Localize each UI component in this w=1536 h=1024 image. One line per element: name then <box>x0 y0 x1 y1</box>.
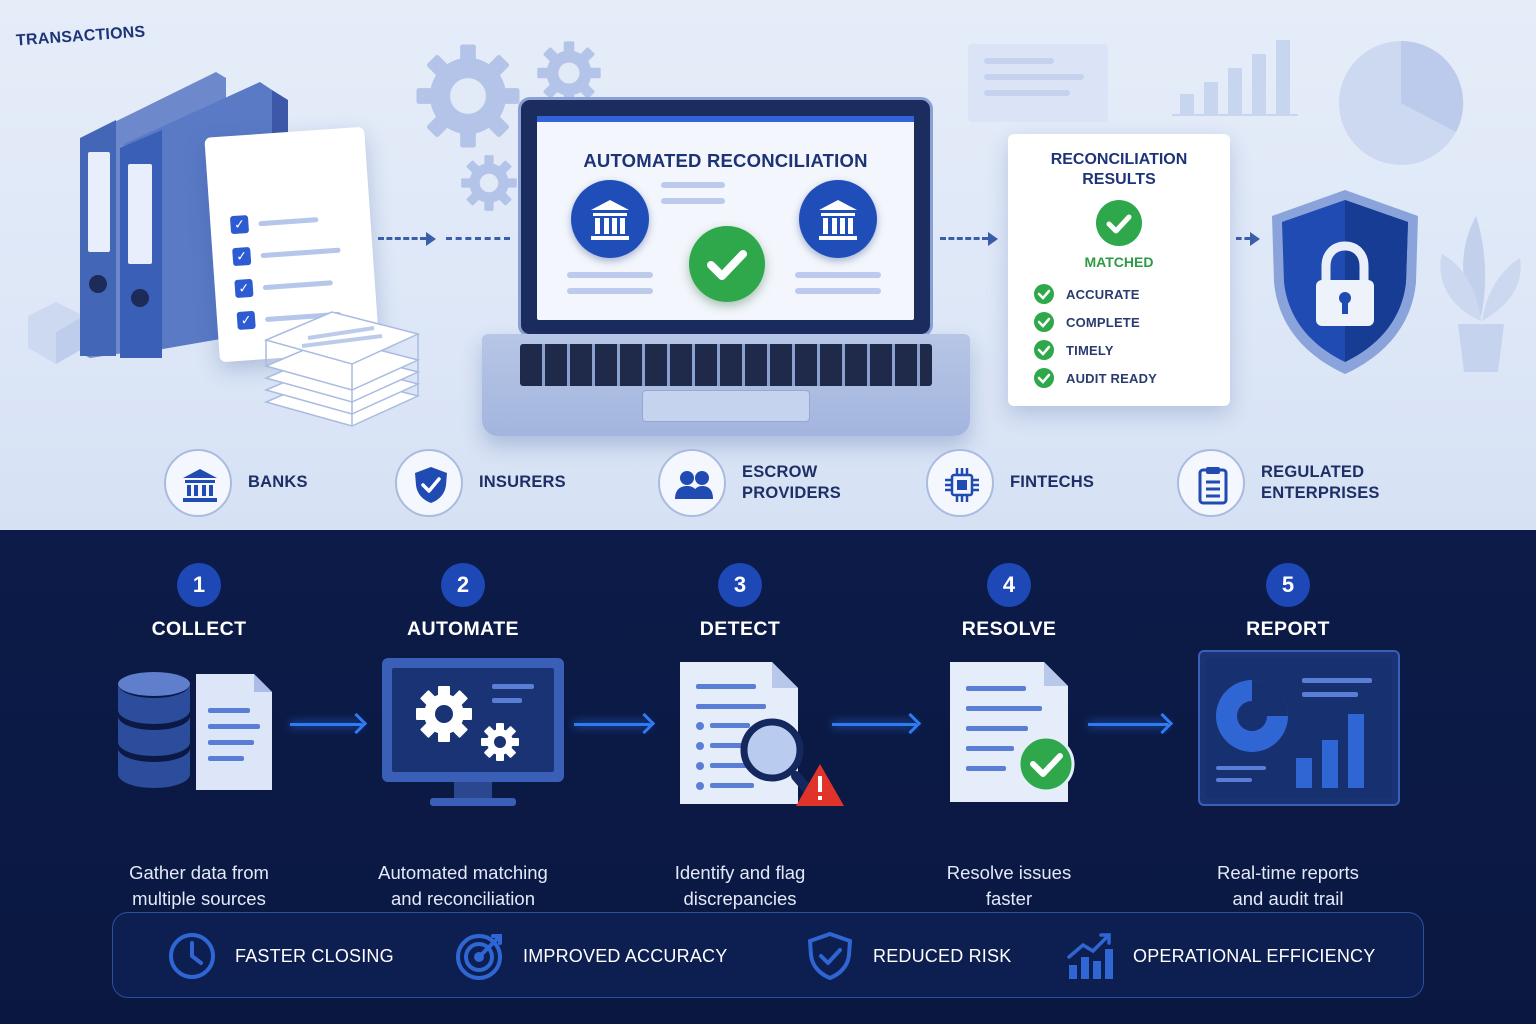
database-document-icon <box>118 672 272 790</box>
background-document-icon <box>968 44 1108 122</box>
segment-label: FINTECHS <box>1010 473 1095 491</box>
step-title: RESOLVE <box>961 618 1057 640</box>
laptop-screen: AUTOMATED RECONCILIATION <box>518 97 933 337</box>
benefits-bar: FASTER CLOSING IMPROVED ACCURACY REDUCED… <box>112 912 1424 998</box>
dashboard-chart-icon <box>1198 650 1400 806</box>
screen-title: AUTOMATED RECONCILIATION <box>583 150 868 171</box>
step-title: AUTOMATE <box>407 618 519 640</box>
flow-arrow <box>832 723 916 726</box>
gear-icon <box>461 155 517 211</box>
shield-icon <box>807 931 853 981</box>
target-icon <box>456 934 502 980</box>
monitor-gears-icon <box>382 658 564 806</box>
connector-arrowhead <box>426 232 436 246</box>
step-number-badge: 1 <box>177 563 221 607</box>
check-icon <box>1034 312 1054 332</box>
step-title: DETECT <box>699 618 781 640</box>
check-icon <box>1034 340 1054 360</box>
transactions-label: TRANSACTIONS <box>15 23 146 50</box>
connector-line <box>940 237 988 240</box>
screen-header-bar <box>537 116 914 122</box>
matched-status: MATCHED <box>1084 254 1154 270</box>
people-icon <box>658 449 726 517</box>
clock-icon <box>169 933 215 979</box>
check-icon: ✓ <box>232 246 252 267</box>
flow-arrow <box>574 723 650 726</box>
keyboard <box>520 344 932 386</box>
bank-icon <box>164 449 232 517</box>
clipboard-icon <box>1177 449 1245 517</box>
bank-icon <box>799 180 877 258</box>
shield-check-icon <box>395 449 463 517</box>
connector-arrowhead <box>988 232 998 246</box>
step-number-badge: 4 <box>987 563 1031 607</box>
background-pie-icon <box>1339 40 1464 165</box>
step-number-badge: 2 <box>441 563 485 607</box>
check-icon: ✓ <box>236 310 256 330</box>
gear-icon <box>416 44 520 148</box>
laptop-keyboard-base <box>482 334 970 436</box>
check-icon: ✓ <box>234 278 254 299</box>
connector-line <box>378 237 426 240</box>
step-number-badge: 5 <box>1266 563 1310 607</box>
magnifier-warning-icon <box>680 662 844 806</box>
flow-arrow <box>290 723 362 726</box>
plant-icon <box>1440 216 1521 372</box>
check-icon: ✓ <box>229 215 250 235</box>
check-icon <box>1034 284 1054 304</box>
top-illustration: ✓ ✓ ✓ ✓ TRANSACTIONS AUTOMATED RECONCILI… <box>0 0 1536 530</box>
step-title: COLLECT <box>151 618 247 640</box>
check-circle-icon <box>1096 200 1142 246</box>
trackpad <box>642 390 810 422</box>
segment-label: BANKS <box>248 473 308 491</box>
background-chart-icon <box>1172 40 1298 116</box>
segment-label: INSURERS <box>479 473 566 491</box>
flow-arrow <box>1088 723 1168 726</box>
bank-icon <box>571 180 649 258</box>
paper-stack-icon <box>263 311 421 427</box>
background-cube-icon <box>28 302 84 364</box>
laptop-display: AUTOMATED RECONCILIATION <box>537 116 914 320</box>
results-title: RECONCILIATION RESULTS <box>1050 151 1188 188</box>
check-icon <box>1034 368 1054 388</box>
gear-icon <box>537 41 601 105</box>
check-circle-icon <box>689 226 765 302</box>
connector-arrowhead <box>1250 232 1260 246</box>
chip-icon <box>926 449 994 517</box>
growth-chart-icon <box>1067 933 1113 979</box>
step-title: REPORT <box>1246 618 1330 640</box>
reconciliation-results-card: RECONCILIATION RESULTS MATCHED ACCURATE … <box>1008 134 1230 406</box>
shield-lock-icon <box>1272 190 1418 374</box>
connector-line <box>446 237 510 240</box>
connector-line <box>1236 237 1250 240</box>
step-number-badge: 3 <box>718 563 762 607</box>
document-check-icon <box>950 662 1075 802</box>
